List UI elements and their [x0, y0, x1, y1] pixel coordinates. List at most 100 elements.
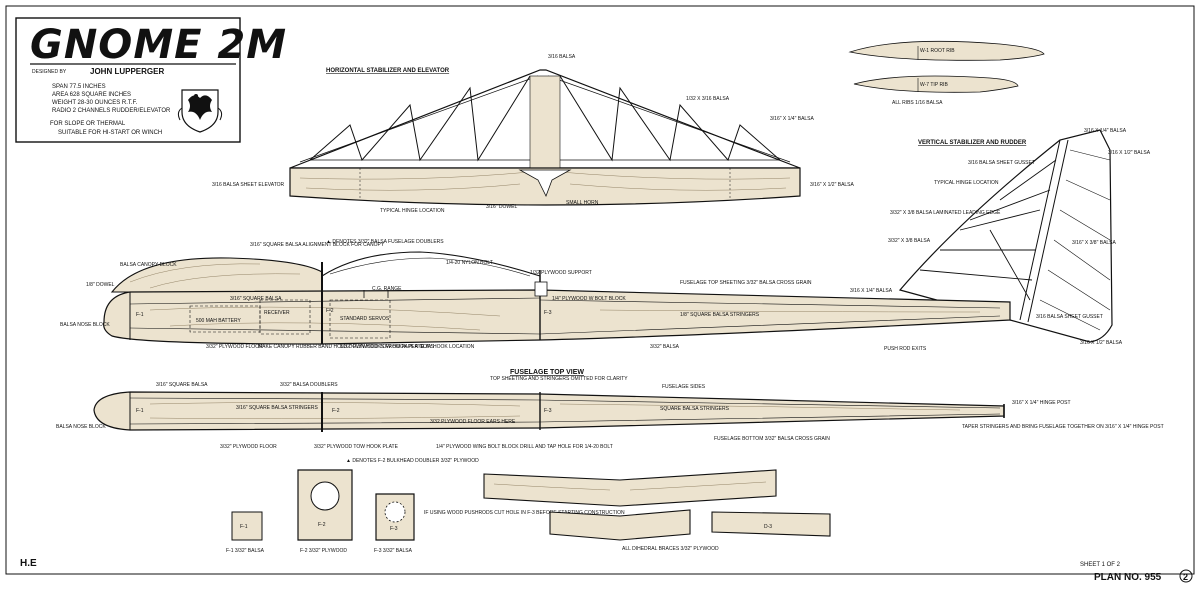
spec-radio: RADIO 2 CHANNELS RUDDER/ELEVATOR	[52, 108, 171, 114]
stab-label-4: 3/16" X 1/2" BALSA	[810, 182, 855, 188]
root-rib-label: W-1 ROOT RIB	[920, 48, 955, 54]
former-f2-tag: F-2	[318, 522, 326, 528]
side-label-10: 3/16" SQUARE BALSA	[230, 296, 282, 302]
top-label-12: FUSELAGE BOTTOM 3/32" BALSA CROSS GRAIN	[714, 436, 830, 442]
ribs-caption: ALL RIBS 1/16 BALSA	[892, 100, 943, 106]
draftsman-initials: H.E	[20, 558, 37, 569]
stab-label-2: 3/16" X 1/4" BALSA	[770, 116, 815, 122]
plan-number: PLAN NO. 955	[1094, 572, 1162, 583]
note-hi-start: SUITABLE FOR HI-START OR WINCH	[58, 130, 162, 136]
top-label-5: SQUARE BALSA STRINGERS	[660, 406, 730, 412]
side-label-4: 1/4-20 NYLON BOLT	[446, 260, 493, 266]
spec-area: AREA 628 SQUARE INCHES	[52, 92, 131, 98]
sheet-border	[5, 5, 1195, 575]
top-label-7: TAPER STRINGERS AND BRING FUSELAGE TOGET…	[962, 424, 1164, 430]
tip-rib	[853, 75, 1019, 93]
title-block-frame	[15, 17, 241, 143]
top-label-11: 1/4" PLYWOOD WING BOLT BLOCK DRILL AND T…	[436, 444, 613, 450]
side-label-18: TOW HOOK LOCATION	[420, 344, 475, 350]
fin-label-7: 3/16 X 1/4" BALSA	[850, 288, 893, 294]
rib-drawings: W-1 ROOT RIB W-7 TIP RIB ALL RIBS 1/16 B…	[848, 40, 1045, 106]
stab-label-7: SMALL HORN	[566, 200, 599, 206]
top-label-4: 3/32 PLYWOOD FLOOR EARS HERE	[430, 419, 516, 425]
fin-label-4: 3/32" X 3/8 BALSA LAMINATED LEADING EDGE	[890, 210, 1001, 216]
spec-span: SPAN 77.5 INCHES	[52, 84, 106, 90]
side-label-11: 500 MAH BATTERY	[196, 318, 241, 324]
servo-box	[329, 299, 391, 339]
side-label-1: ▲ DENOTES 3/32" BALSA FUSELAGE DOUBLERS	[326, 239, 444, 245]
top-label-15: F-3	[544, 408, 552, 414]
fin-label-2: 3/16 BALSA SHEET GUSSET	[968, 160, 1035, 166]
side-label-3: 1/8" DOWEL	[86, 282, 115, 288]
side-label-12: RECEIVER	[264, 310, 290, 316]
plane-title: GNOME 2M	[30, 22, 287, 68]
former-f1-tag: F-1	[240, 524, 248, 530]
stab-label-1: 1/32 X 3/16 BALSA	[686, 96, 730, 102]
formers: ▲ DENOTES F-2 BULKHEAD DOUBLER 3/32" PLY…	[226, 458, 625, 554]
dihedral-brace-tag: D-3	[764, 524, 772, 530]
fin-heading: VERTICAL STABILIZER AND RUDDER	[918, 140, 1027, 146]
top-label-10: 3/32" PLYWOOD TOW HOOK PLATE	[314, 444, 399, 450]
former-f1-part	[231, 511, 263, 541]
side-label-13: STANDARD SERVOS	[340, 316, 390, 322]
side-label-7: 1/4" PLYWOOD W BOLT BLOCK	[552, 296, 626, 302]
footer: H.E SHEET 1 OF 2 PLAN NO. 955 2	[20, 558, 1193, 583]
crest-emblem-icon	[177, 89, 223, 133]
note-slope: FOR SLOPE OR THERMAL	[50, 121, 126, 127]
top-view-subheading: TOP SHEETING AND STRINGERS OMITTED FOR C…	[490, 376, 628, 382]
horizontal-stabilizer: HORIZONTAL STABILIZER AND ELEVATOR 3/16 …	[212, 54, 855, 214]
side-label-5: 1/32 PLYWOOD SUPPORT	[530, 270, 592, 276]
stab-label-6: 3/16" DOWEL	[486, 204, 517, 210]
wing-bolt-block	[534, 281, 548, 297]
dihedral-brace-2	[549, 509, 691, 541]
stab-label-0: 3/16 BALSA	[548, 54, 576, 60]
dihedral-caption: ALL DIHEDRAL BRACES 3/32" PLYWOOD	[622, 546, 719, 552]
side-label-19: 3/32" BALSA	[650, 344, 680, 350]
side-label-22: F-2	[326, 308, 334, 314]
receiver-box	[259, 299, 311, 335]
top-label-9: 3/32" PLYWOOD FLOOR	[220, 444, 277, 450]
battery-box	[189, 305, 261, 333]
side-label-2: BALSA CANOPY BLOCK	[120, 262, 177, 268]
top-label-13: F-1	[136, 408, 144, 414]
former-f2-caption: F-2 3/32" PLYWOOD	[300, 548, 347, 554]
top-label-2: FUSELAGE SIDES	[662, 384, 706, 390]
root-rib	[848, 40, 1045, 61]
fin-label-3: TYPICAL HINGE LOCATION	[934, 180, 999, 186]
fin-label-6: 3/16" X 3/8" BALSA	[1072, 240, 1117, 246]
dihedral-brace-1	[483, 469, 777, 507]
designer-name: JOHN LUPPERGER	[90, 67, 164, 76]
side-label-8: FUSELAGE TOP SHEETING 3/32" BALSA CROSS …	[680, 280, 812, 286]
top-label-0: 3/16" SQUARE BALSA	[156, 382, 208, 388]
side-label-20: PUSH ROD EXITS	[884, 346, 927, 352]
fin-label-0: 3/16 X 1/4" BALSA	[1084, 128, 1127, 134]
plan-circle-number: 2	[1183, 572, 1188, 582]
top-label-8: BALSA NOSE BLOCK	[56, 424, 106, 430]
stabilizer-heading: HORIZONTAL STABILIZER AND ELEVATOR	[326, 68, 450, 74]
top-label-14: F-2	[332, 408, 340, 414]
fin-label-1: 3/16 X 1/2" BALSA	[1108, 150, 1151, 156]
title-block: GNOME 2M DESIGNED BY JOHN LUPPERGER SPAN…	[15, 17, 287, 143]
dihedral-braces: D-3 ALL DIHEDRAL BRACES 3/32" PLYWOOD	[483, 469, 831, 552]
sheet-number: SHEET 1 OF 2	[1080, 562, 1121, 568]
side-label-21: F-1	[136, 312, 144, 318]
side-label-6: C.G. RANGE	[372, 286, 402, 292]
former-f1-caption: F-1 3/32" BALSA	[226, 548, 265, 554]
side-label-17: 3/32" PLYWOOD TOW HOOK PLATE	[340, 344, 425, 350]
spec-weight: WEIGHT 28-30 OUNCES R.T.F.	[52, 100, 138, 106]
top-label-6: 3/16" X 1/4" HINGE POST	[1012, 400, 1071, 406]
canopy	[321, 251, 541, 293]
fuselage-top-view: FUSELAGE TOP VIEW TOP SHEETING AND STRIN…	[56, 369, 1164, 450]
top-label-1: 3/32" BALSA DOUBLERS	[280, 382, 338, 388]
top-label-3: 3/16" SQUARE BALSA STRINGERS	[236, 405, 318, 411]
side-label-15: 3/32" PLYWOOD FLOOR	[206, 344, 263, 350]
stab-label-3: 3/16 BALSA SHEET ELEVATOR	[212, 182, 285, 188]
side-label-9: 1/8" SQUARE BALSA STRINGERS	[680, 312, 760, 318]
plan-circle	[1179, 569, 1193, 583]
formers-note: ▲ DENOTES F-2 BULKHEAD DOUBLER 3/32" PLY…	[346, 458, 479, 464]
side-label-0: 3/16" SQUARE BALSA ALIGNMENT BLOCK FOR C…	[250, 242, 385, 248]
side-label-14: BALSA NOSE BLOCK	[60, 322, 110, 328]
dihedral-brace-3	[711, 511, 831, 537]
